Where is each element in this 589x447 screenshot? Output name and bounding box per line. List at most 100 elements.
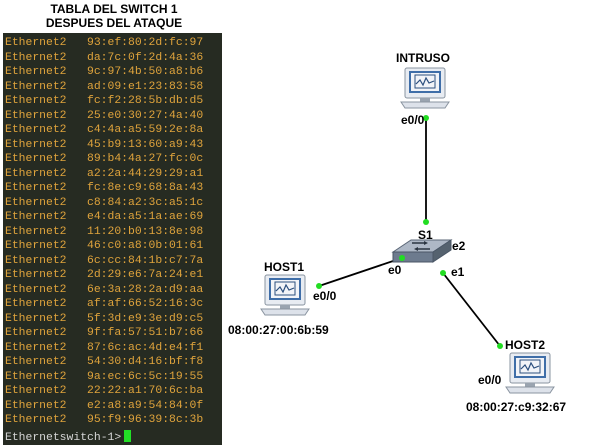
interface-cell: Ethernet2: [5, 356, 67, 368]
mac-address-cell: 89:b4:4a:27:fc:0c: [87, 153, 204, 165]
interface-cell: Ethernet2: [5, 95, 67, 107]
interface-cell: Ethernet2: [5, 312, 67, 325]
mac-address-cell: af:af:66:52:16:3c: [87, 298, 204, 310]
interface-cell: Ethernet2: [5, 167, 67, 180]
mac-address-cell: 6c:cc:84:1b:c7:7a: [87, 254, 204, 267]
intruso-computer-icon[interactable]: [400, 67, 450, 109]
mac-table-row: Ethernet2 25:e0:30:27:4a:40: [5, 109, 203, 123]
interface-cell: Ethernet2: [5, 385, 67, 397]
mac-table-row: Ethernet2 87:6c:ac:4d:e4:f1: [5, 341, 203, 355]
mac-table-row: Ethernet2 11:20:b0:13:8e:98: [5, 225, 203, 239]
host2-computer-icon[interactable]: [505, 352, 555, 394]
mac-table-row: Ethernet2 9c:97:4b:50:a8:b6: [5, 65, 203, 79]
switch-s1-icon[interactable]: [391, 239, 453, 263]
mac-table-row: Ethernet2 9a:ec:6c:5c:19:55: [5, 370, 203, 384]
table-title: TABLA DEL SWITCH 1 DESPUES DEL ATAQUE: [6, 2, 222, 30]
link-host1-s1: [318, 257, 403, 287]
mac-address-cell: ad:09:e1:23:83:58: [87, 80, 204, 93]
mac-address-cell: 93:ef:80:2d:fc:97: [87, 37, 204, 49]
mac-table-row: Ethernet2 9f:fa:57:51:b7:66: [5, 326, 203, 340]
mac-address-cell: e4:da:a5:1a:ae:69: [87, 211, 204, 223]
host1-mac-label: 08:00:27:00:6b:59: [228, 323, 329, 337]
mac-table-row: Ethernet2 93:ef:80:2d:fc:97: [5, 36, 203, 50]
interface-cell: Ethernet2: [5, 240, 67, 252]
mac-table-row: Ethernet2 e4:da:a5:1a:ae:69: [5, 210, 203, 224]
mac-address-cell: fc:f2:28:5b:db:d5: [87, 95, 204, 107]
mac-table-row: Ethernet2 2d:29:e6:7a:24:e1: [5, 268, 203, 282]
host2-label: HOST2: [505, 338, 546, 352]
interface-cell: Ethernet2: [5, 182, 67, 194]
mac-address-cell: 9c:97:4b:50:a8:b6: [87, 66, 204, 78]
link-s1-host2: [442, 272, 501, 347]
mac-address-cell: 46:c0:a8:0b:01:61: [87, 240, 204, 252]
mac-table-row: Ethernet2 e2:a8:a9:54:84:0f: [5, 399, 203, 413]
interface-cell: Ethernet2: [5, 225, 67, 238]
mac-address-cell: fc:8e:c9:68:8a:43: [87, 182, 204, 194]
interface-cell: Ethernet2: [5, 211, 67, 223]
mac-address-cell: 5f:3d:e9:3e:d9:c5: [87, 312, 204, 325]
host1-port-label: e0/0: [313, 289, 337, 303]
interface-cell: Ethernet2: [5, 370, 67, 383]
text-cursor: [124, 430, 132, 442]
mac-address-cell: 87:6c:ac:4d:e4:f1: [87, 341, 204, 354]
host1-computer-icon[interactable]: [260, 274, 310, 316]
mac-table-row: Ethernet2 fc:f2:28:5b:db:d5: [5, 94, 203, 108]
switch-e2-label: e2: [452, 239, 466, 253]
intruso-port-label: e0/0: [401, 113, 425, 127]
interface-cell: Ethernet2: [5, 37, 67, 49]
interface-cell: Ethernet2: [5, 109, 67, 122]
host1-port-dot: [316, 283, 322, 289]
s1-e0-port-dot: [399, 255, 405, 261]
interface-cell: Ethernet2: [5, 298, 67, 310]
s1-top-port-dot: [423, 219, 429, 225]
s1-e1-port-dot: [440, 270, 446, 276]
host1-label: HOST1: [264, 260, 305, 274]
intruso-port-dot: [423, 115, 429, 121]
mac-address-cell: 25:e0:30:27:4a:40: [87, 109, 204, 122]
interface-cell: Ethernet2: [5, 341, 67, 354]
table-title-line1: TABLA DEL SWITCH 1: [50, 2, 178, 16]
intruso-label: INTRUSO: [396, 51, 450, 65]
interface-cell: Ethernet2: [5, 269, 67, 281]
mac-table-row: Ethernet2 89:b4:4a:27:fc:0c: [5, 152, 203, 166]
host2-mac-label: 08:00:27:c9:32:67: [466, 400, 567, 414]
host2-port-label: e0/0: [478, 373, 502, 387]
table-title-line2: DESPUES DEL ATAQUE: [45, 16, 183, 30]
mac-address-cell: 9f:fa:57:51:b7:66: [87, 327, 204, 339]
interface-cell: Ethernet2: [5, 414, 67, 426]
interface-cell: Ethernet2: [5, 66, 67, 78]
mac-address-cell: 2d:29:e6:7a:24:e1: [87, 269, 204, 281]
mac-table-row: Ethernet2 54:30:d4:16:bf:f8: [5, 355, 203, 369]
interface-cell: Ethernet2: [5, 153, 67, 165]
interface-cell: Ethernet2: [5, 283, 67, 296]
mac-table-row: Ethernet2 6e:3a:28:2a:d9:aa: [5, 283, 203, 297]
mac-address-cell: e2:a8:a9:54:84:0f: [87, 399, 204, 412]
switch-e0-label: e0: [388, 263, 402, 277]
interface-cell: Ethernet2: [5, 138, 67, 151]
interface-cell: Ethernet2: [5, 124, 67, 136]
interface-cell: Ethernet2: [5, 399, 67, 412]
mac-table-row: Ethernet2 5f:3d:e9:3e:d9:c5: [5, 312, 203, 326]
mac-address-cell: c8:84:a2:3c:a5:1c: [87, 196, 204, 209]
mac-table-row: Ethernet2 46:c0:a8:0b:01:61: [5, 239, 203, 253]
console-prompt[interactable]: Ethernetswitch-1>: [5, 430, 132, 445]
mac-address-cell: c4:4a:a5:59:2e:8a: [87, 124, 204, 136]
prompt-text: Ethernetswitch-1>: [5, 432, 122, 444]
mac-address-cell: 9a:ec:6c:5c:19:55: [87, 370, 204, 383]
mac-address-cell: 95:f9:96:39:8c:3b: [87, 414, 204, 426]
interface-cell: Ethernet2: [5, 327, 67, 339]
mac-address-cell: 6e:3a:28:2a:d9:aa: [87, 283, 204, 296]
mac-table-row: Ethernet2 95:f9:96:39:8c:3b: [5, 413, 203, 427]
mac-address-cell: 54:30:d4:16:bf:f8: [87, 356, 204, 368]
mac-address-cell: 11:20:b0:13:8e:98: [87, 225, 204, 238]
host2-port-dot: [497, 343, 503, 349]
mac-table-row: Ethernet2 c4:4a:a5:59:2e:8a: [5, 123, 203, 137]
